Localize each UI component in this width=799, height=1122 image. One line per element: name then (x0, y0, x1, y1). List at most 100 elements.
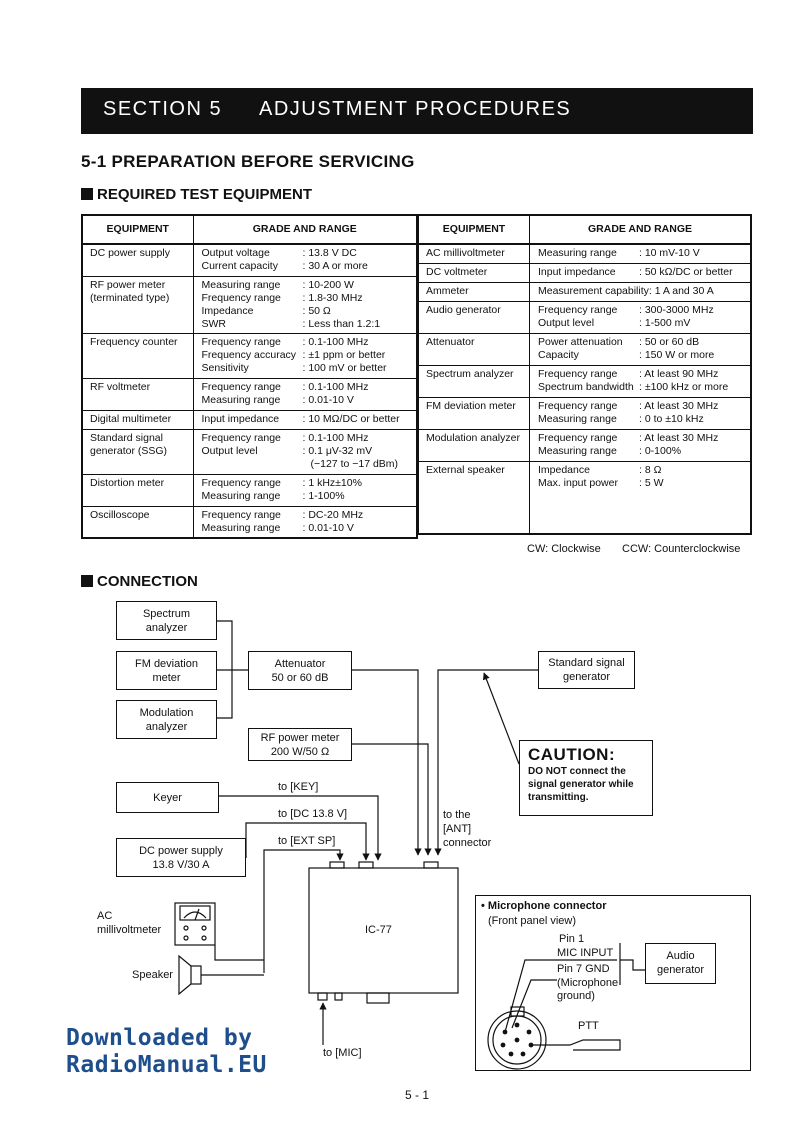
spec-value: : 0-100% (639, 444, 682, 457)
spec-line: Max. input power: 5 W (538, 477, 746, 490)
microphone-connector-box (475, 895, 751, 1071)
page-heading: 5-1 PREPARATION BEFORE SERVICING (81, 152, 415, 171)
spec-key: Measuring range (538, 444, 617, 457)
connection-subheading: CONNECTION (81, 573, 198, 590)
spec-key: Frequency range (538, 303, 618, 316)
spec-value: : 150 W or more (639, 348, 715, 361)
spec-key: Sensitivity (201, 361, 249, 374)
spec-value: : 1.8-30 MHz (302, 291, 363, 304)
spec-line: Spectrum bandwidth : ±100 kHz or more (538, 381, 746, 394)
ccw-note: CCW: Counterclockwise (622, 543, 741, 555)
equipment-name: Attenuator (418, 332, 530, 366)
spec-value: : 1 A and 30 A (648, 284, 714, 297)
spec-key: Measuring range (538, 247, 617, 259)
spec-value: : 8 Ω (639, 463, 662, 476)
spec-value: : 0.01-10 V (302, 393, 354, 406)
equipment-name: FM deviation meter (418, 396, 530, 430)
spec-line: Frequency range: At least 30 MHz (538, 400, 746, 413)
spec-key: Measuring range (201, 393, 281, 406)
spec-line: Frequency range: 0.1-100 MHz (202, 336, 413, 349)
spec-line: Measuring range: 1-100% (202, 490, 413, 503)
spec-key: Frequency range (201, 431, 281, 444)
speaker-label: Speaker (132, 969, 173, 981)
spec-key: Output voltage (201, 247, 270, 259)
equipment-name: Oscilloscope (81, 505, 194, 539)
mic-input-label: MIC INPUT (557, 947, 614, 959)
ant-text: to the[ANT]connector (443, 809, 492, 849)
spec-value: : 50 Ω (302, 304, 331, 317)
spec-key: Power attenuation (538, 335, 623, 348)
spec-line: Measuring range: 10-200 W (202, 279, 413, 292)
rfpm-to-ant-wire (352, 743, 432, 856)
table-row: Attenuator Power attenuation : 50 or 60 dB… (418, 332, 752, 366)
equipment-name: Audio generator (418, 300, 530, 334)
spec-line: Frequency range : 300-3000 MHz (538, 304, 746, 317)
keyer-box: Keyer (116, 782, 219, 813)
section-title: ADJUSTMENT PROCEDURES (259, 98, 572, 120)
spec-value: : At least 30 MHz (639, 399, 719, 412)
spec-key: Spectrum bandwidth (538, 380, 634, 393)
spec-value: : 50 or 60 dB (639, 335, 700, 348)
grade-range: Measuring range: 10 mV-10 V (529, 243, 752, 264)
equipment-name: Modulation analyzer (418, 428, 530, 462)
watermark-line2: RadioManual.EU (66, 1052, 267, 1078)
spec-value: : 300-3000 MHz (639, 303, 714, 316)
spec-line: Measurement capability: 1 A and 30 A (538, 285, 746, 298)
spec-key: Input impedance (201, 412, 280, 425)
to-mic-label: to [MIC] (323, 1047, 362, 1059)
spec-line: Frequency range: 0.1-100 MHz (202, 432, 413, 445)
spec-value: : At least 30 MHz (639, 431, 719, 444)
equipment-subheading: REQUIRED TEST EQUIPMENT (81, 186, 312, 203)
spec-key: Frequency range (201, 476, 281, 489)
radio-label: IC-77 (365, 924, 392, 936)
spec-line: Current capacity: 30 A or more (202, 260, 413, 273)
caution-box: CAUTION: DO NOT connect the signal gener… (519, 740, 653, 816)
equipment-table-left: EQUIPMENT GRADE AND RANGE DC power suppl… (81, 214, 418, 539)
spec-value: : 0.1-100 MHz (302, 335, 369, 348)
spec-key: Output level (538, 316, 595, 329)
to-ant-label: to the[ANT]connector (443, 808, 491, 850)
spec-line: Input impedance: 50 kΩ/DC or better (538, 266, 746, 279)
spec-key: Measuring range (201, 278, 281, 291)
spec-key: Frequency range (201, 380, 281, 393)
watermark-line1: Downloaded by (66, 1025, 253, 1051)
spec-value: : 10 MΩ/DC or better (302, 412, 400, 425)
spec-line: Frequency range: 1.8-30 MHz (202, 292, 413, 305)
ssg-to-ant-wire (434, 669, 538, 856)
col-grade: GRADE AND RANGE (192, 214, 418, 245)
spec-value: : ±100 kHz or more (639, 380, 729, 393)
spec-value: : 0.1 μV-32 mV (302, 444, 373, 457)
square-bullet-icon (81, 575, 93, 587)
spec-value: : 1 kHz±10% (302, 476, 362, 489)
spec-line: Measuring range: 0 to ±10 kHz (538, 413, 746, 426)
section-banner: SECTION 5 ADJUSTMENT PROCEDURES (81, 88, 753, 134)
spec-value: : 13.8 V DC (302, 247, 357, 259)
grade-range: Input impedance : 10 MΩ/DC or better (192, 409, 418, 430)
cw-note: CW: Clockwise (527, 543, 601, 555)
mic-connector-title: • Microphone connector (481, 900, 607, 912)
